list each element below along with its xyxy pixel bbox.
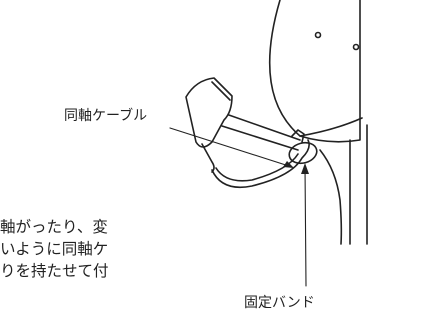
fixing-band-label: 固定バンド [244,295,315,311]
dish-support-arm [299,117,363,137]
instruction-line-3: りを持たせて付 [0,262,109,280]
instruction-text: 軸がったり、変 いように同軸ケ りを持たせて付 [0,216,190,282]
feed-arm-lower [221,125,299,151]
fixing-band-tab [291,129,305,143]
dish-reflector [268,0,361,143]
fixing-band-arrowhead [301,163,309,174]
instruction-line-1: 軸がったり、変 [0,218,108,236]
bolt-hole-right [352,43,360,51]
coax-cable [211,139,310,189]
coax-cable-drop [319,149,343,245]
instruction-line-2: いように同軸ケ [0,240,109,258]
coax-cable-label: 同軸ケーブル [64,108,148,124]
coax-cable-leader [169,127,293,168]
bolt-hole-left [314,31,322,39]
fixing-band-loop [288,141,318,165]
coax-cable-inner [215,153,299,182]
lnb-converter-detail [211,81,231,101]
lnb-converter [185,77,233,148]
coax-cable-arrowhead [283,161,294,168]
lnb-connector [201,143,215,173]
fixing-band-leader [304,165,307,287]
feed-arm-upper [225,113,301,141]
